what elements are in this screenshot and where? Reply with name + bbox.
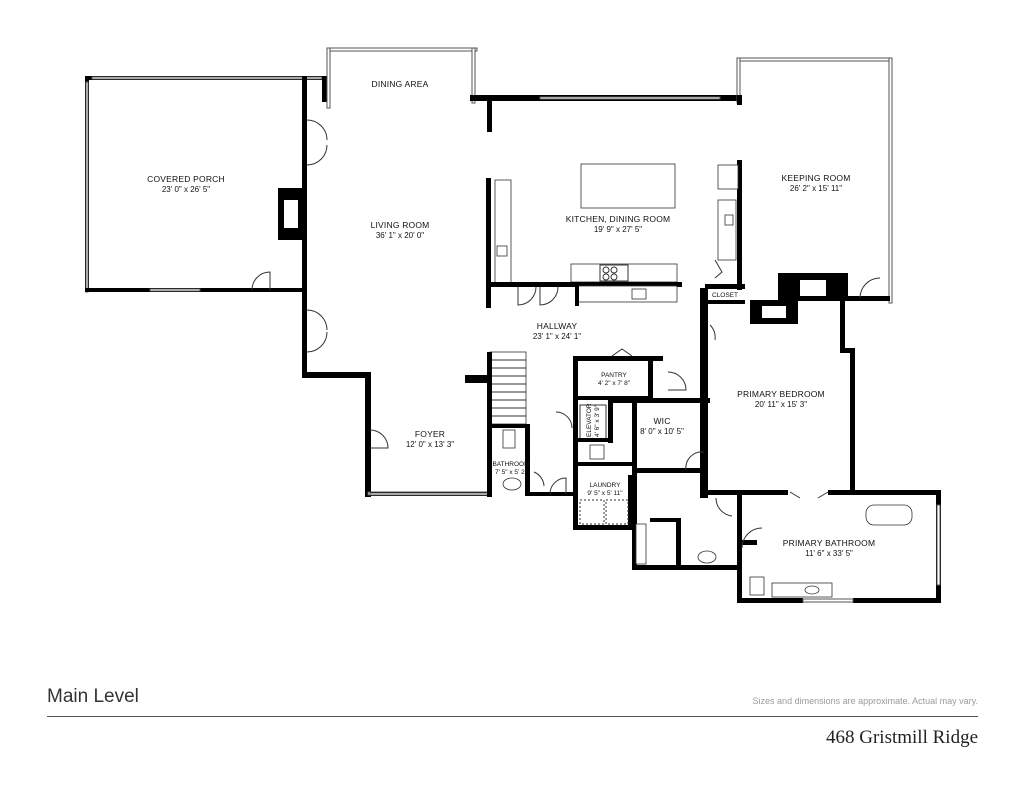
keeping-room-name: KEEPING ROOM <box>782 173 851 183</box>
property-address: 468 Gristmill Ridge <box>826 727 978 748</box>
hallway-walls <box>487 288 710 498</box>
dining-area-name: DINING AREA <box>372 79 429 89</box>
keeping-room-walls <box>705 57 893 324</box>
disclaimer-text: Sizes and dimensions are approximate. Ac… <box>752 696 978 706</box>
foyer-dim: 12' 0" x 13' 3" <box>406 440 454 449</box>
bathroom-dim: 7' 5" x 5' 2" <box>495 469 528 476</box>
laundry-name: LAUNDRY <box>590 482 622 489</box>
wic-name: WIC <box>653 416 670 426</box>
laundry-dim: 9' 5" x 5' 11" <box>587 490 623 497</box>
primary-bathroom-walls <box>737 490 941 603</box>
primary-bedroom-name: PRIMARY BEDROOM <box>737 389 825 399</box>
lower-closets <box>632 470 742 570</box>
kitchen-dim: 19' 9" x 27' 5" <box>594 225 642 234</box>
service-walls <box>530 398 705 530</box>
living-room-dim: 36' 1" x 20' 0" <box>376 231 424 240</box>
hallway-name: HALLWAY <box>537 321 578 331</box>
wic-dim: 8' 0" x 10' 5" <box>640 427 684 436</box>
level-label: Main Level <box>47 686 139 707</box>
covered-porch-name: COVERED PORCH <box>147 174 225 184</box>
keeping-room-dim: 26' 2" x 15' 11" <box>790 184 842 193</box>
elevator-dim: 4' 6" x 3' 9" <box>594 404 601 437</box>
primary-bathroom-dim: 11' 6" x 33' 5" <box>805 549 853 558</box>
covered-porch-dim: 23' 0" x 26' 5" <box>162 185 210 194</box>
living-room-walls <box>302 47 740 497</box>
pantry-dim: 4' 2" x 7' 8" <box>598 380 631 387</box>
primary-bedroom-dim: 20' 11" x 15' 3" <box>755 400 807 409</box>
closet-name: CLOSET <box>712 292 738 299</box>
kitchen-fixtures <box>490 163 682 306</box>
elevator-name: ELEVATOR <box>586 403 593 437</box>
living-room-name: LIVING ROOM <box>371 220 430 230</box>
hallway-dim: 23' 1" x 24' 1" <box>533 332 581 341</box>
footer-divider <box>47 716 978 717</box>
primary-bathroom-name: PRIMARY BATHROOM <box>783 538 875 548</box>
foyer-name: FOYER <box>415 429 445 439</box>
pantry-name: PANTRY <box>601 372 627 379</box>
bathroom-name: BATHROOM <box>492 461 529 468</box>
primary-bedroom-walls <box>708 300 940 499</box>
covered-porch-walls <box>85 76 330 376</box>
floor-plan: COVERED PORCH 23' 0" x 26' 5" DINING ARE… <box>85 47 941 603</box>
kitchen-name: KITCHEN, DINING ROOM <box>566 214 671 224</box>
